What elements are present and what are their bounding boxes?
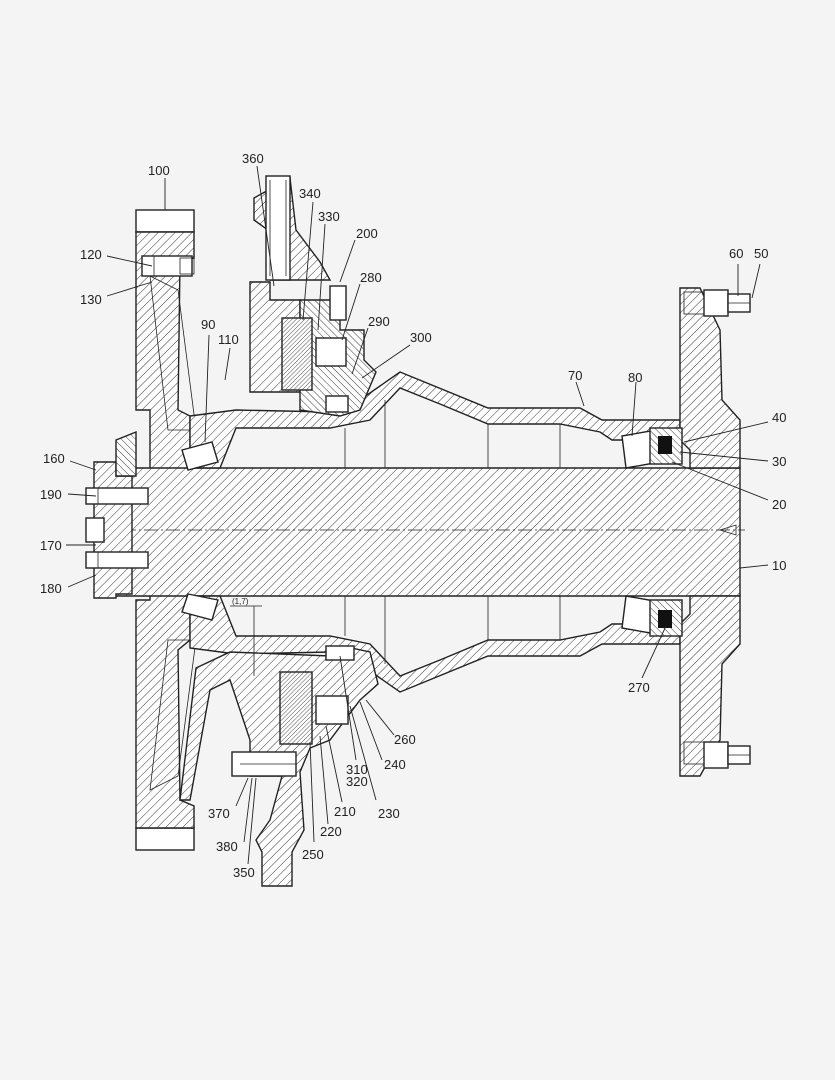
callout-20: 20 <box>772 497 786 512</box>
callout-260: 260 <box>394 732 416 747</box>
callout-130: 130 <box>80 292 102 307</box>
wheel-stud-nut-upper <box>703 289 751 317</box>
callout-80: 80 <box>628 370 642 385</box>
callout-40: 40 <box>772 410 786 425</box>
bearing-80-upper <box>621 427 683 469</box>
bolt-180 <box>85 551 149 569</box>
dimension-note: (1,7) <box>230 597 262 676</box>
callout-190: 190 <box>40 487 62 502</box>
callout-220: 220 <box>320 824 342 839</box>
callout-180: 180 <box>40 581 62 596</box>
callout-100: 100 <box>148 163 170 178</box>
callout-210: 210 <box>334 804 356 819</box>
callout-90: 90 <box>201 317 215 332</box>
callout-380: 380 <box>216 839 238 854</box>
callout-330: 330 <box>318 209 340 224</box>
callout-300: 300 <box>410 330 432 345</box>
bolt-190 <box>85 487 149 505</box>
leader-lines <box>66 165 769 865</box>
callout-230: 230 <box>378 806 400 821</box>
dimension-note-text: (1,7) <box>232 597 249 606</box>
main-shaft-10 <box>100 467 745 597</box>
callout-200: 200 <box>356 226 378 241</box>
bearing-90-upper <box>181 441 219 471</box>
callout-370: 370 <box>208 806 230 821</box>
bearing-90-lower <box>181 593 219 621</box>
plug-170 <box>85 517 105 543</box>
brake-housing-upper <box>249 175 377 417</box>
callouts: 100 120 130 90 110 160 190 170 180 360 3… <box>40 151 786 880</box>
callout-10: 10 <box>772 558 786 573</box>
callout-360: 360 <box>242 151 264 166</box>
wheel-stud-nut-lower <box>703 741 751 769</box>
callout-110: 110 <box>218 332 239 347</box>
callout-170: 170 <box>40 538 62 553</box>
callout-350: 350 <box>233 865 255 880</box>
callout-70: 70 <box>568 368 582 383</box>
callout-50: 50 <box>754 246 768 261</box>
callout-270: 270 <box>628 680 650 695</box>
callout-320: 320 <box>346 774 368 789</box>
callout-280: 280 <box>360 270 382 285</box>
end-cover-160 <box>93 430 137 599</box>
bearing-80-lower <box>621 595 683 637</box>
callout-120: 120 <box>80 247 102 262</box>
callout-290: 290 <box>368 314 390 329</box>
callout-160: 160 <box>43 451 65 466</box>
callout-30: 30 <box>772 454 786 469</box>
bolt-120 <box>141 255 195 277</box>
callout-60: 60 <box>729 246 743 261</box>
output-flange <box>679 287 741 777</box>
callout-240: 240 <box>384 757 406 772</box>
callout-310: 310 <box>346 762 368 777</box>
callout-340: 340 <box>299 186 321 201</box>
callout-250: 250 <box>302 847 324 862</box>
